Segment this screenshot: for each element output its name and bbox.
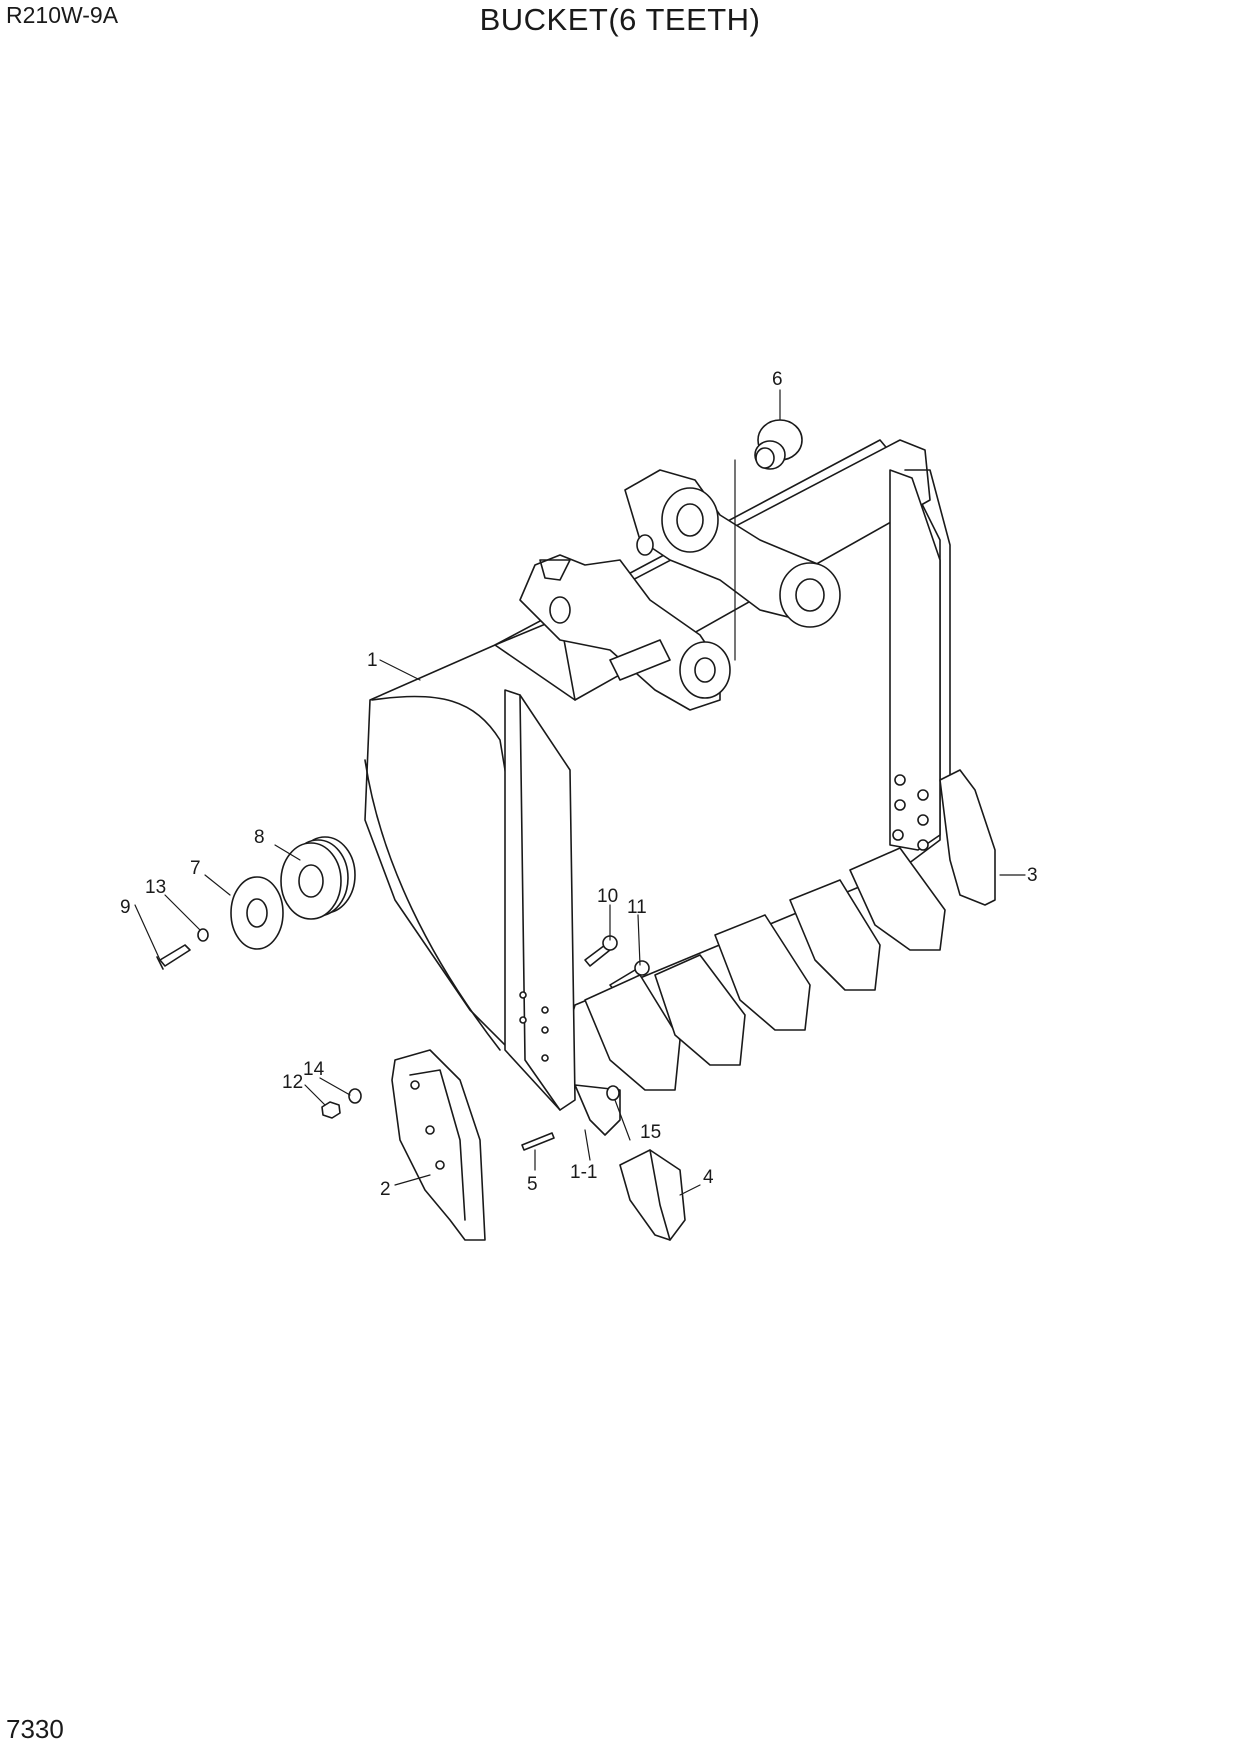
callout-12: 12 bbox=[282, 1072, 303, 1093]
leader-lines bbox=[134, 389, 1026, 1196]
callout-2: 2 bbox=[380, 1179, 391, 1200]
pin-bosses bbox=[549, 487, 841, 699]
callout-1: 1 bbox=[367, 650, 378, 671]
callout-10: 10 bbox=[597, 886, 618, 907]
part-9-bolt bbox=[156, 944, 191, 970]
part-7-plate bbox=[230, 876, 284, 950]
part-13-washer bbox=[197, 928, 209, 942]
part-8-shim bbox=[280, 836, 356, 920]
page-title: BUCKET(6 TEETH) bbox=[479, 2, 761, 37]
callout-13: 13 bbox=[145, 877, 166, 898]
model-name: R210W-9A bbox=[6, 2, 119, 28]
callout-labels: 1 6 8 7 13 9 3 10 11 15 1-1 5 4 2 14 12 bbox=[120, 369, 1038, 1200]
callout-7: 7 bbox=[190, 858, 201, 879]
part-6-bushing bbox=[754, 419, 803, 470]
part-2-side-cutter bbox=[391, 1049, 486, 1241]
callout-9: 9 bbox=[120, 897, 131, 918]
part-4-tooth bbox=[619, 1149, 686, 1241]
part-15-retainer bbox=[606, 1085, 620, 1101]
callout-1-1: 1-1 bbox=[570, 1162, 597, 1183]
callout-3: 3 bbox=[1027, 865, 1038, 886]
callout-11: 11 bbox=[627, 897, 647, 918]
part-12-nut bbox=[321, 1101, 341, 1119]
callout-4: 4 bbox=[703, 1167, 714, 1188]
part-5-pin bbox=[521, 1132, 555, 1151]
callout-5: 5 bbox=[527, 1174, 538, 1195]
callout-8: 8 bbox=[254, 827, 265, 848]
part-3-side-cutter bbox=[939, 769, 996, 906]
callout-14: 14 bbox=[303, 1059, 325, 1080]
callout-6: 6 bbox=[772, 369, 783, 390]
page-number: 7330 bbox=[6, 1714, 64, 1744]
side-bolt-holes bbox=[519, 774, 929, 1062]
callout-15: 15 bbox=[640, 1122, 661, 1143]
part-14-washer bbox=[348, 1088, 362, 1104]
